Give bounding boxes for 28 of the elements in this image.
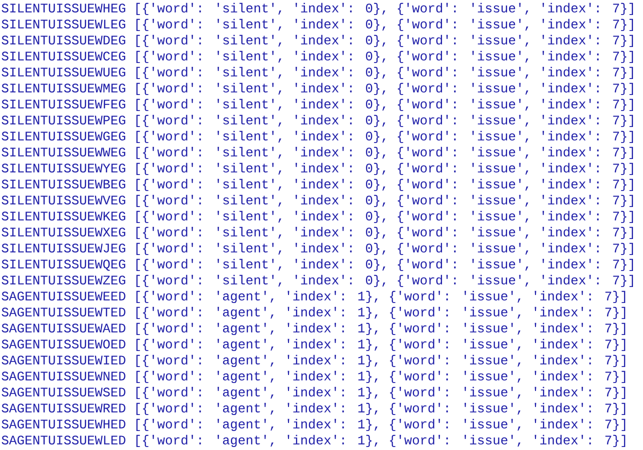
code-line: SILENTUISSUEWLEG [{'word': 'silent', 'index': 0}, {'word': 'issue', 'index': 7}] xyxy=(2,18,633,32)
code-line: SAGENTUISSUEWOED [{'word': 'agent', 'index': 1}, {'word': 'issue', 'index': 7}] xyxy=(2,338,626,352)
code-line: SILENTUISSUEWHEG [{'word': 'silent', 'index': 0}, {'word': 'issue', 'index': 7}] xyxy=(2,2,633,16)
code-line: SILENTUISSUEWDEG [{'word': 'silent', 'index': 0}, {'word': 'issue', 'index': 7}] xyxy=(2,34,633,48)
code-line: SAGENTUISSUEWHED [{'word': 'agent', 'index': 1}, {'word': 'issue', 'index': 7}] xyxy=(2,418,626,432)
code-line: SAGENTUISSUEWAED [{'word': 'agent', 'index': 1}, {'word': 'issue', 'index': 7}] xyxy=(2,322,626,336)
code-line: SILENTUISSUEWMEG [{'word': 'silent', 'index': 0}, {'word': 'issue', 'index': 7}] xyxy=(2,82,633,96)
code-line: SILENTUISSUEWPEG [{'word': 'silent', 'index': 0}, {'word': 'issue', 'index': 7}] xyxy=(2,114,633,128)
code-line: SILENTUISSUEWGEG [{'word': 'silent', 'index': 0}, {'word': 'issue', 'index': 7}] xyxy=(2,130,633,144)
code-line: SAGENTUISSUEWNED [{'word': 'agent', 'index': 1}, {'word': 'issue', 'index': 7}] xyxy=(2,370,626,384)
code-line: SILENTUISSUEWWEG [{'word': 'silent', 'index': 0}, {'word': 'issue', 'index': 7}] xyxy=(2,146,633,160)
code-line: SAGENTUISSUEWIED [{'word': 'agent', 'index': 1}, {'word': 'issue', 'index': 7}] xyxy=(2,354,626,368)
code-line: SILENTUISSUEWXEG [{'word': 'silent', 'index': 0}, {'word': 'issue', 'index': 7}] xyxy=(2,226,633,240)
code-line: SILENTUISSUEWZEG [{'word': 'silent', 'index': 0}, {'word': 'issue', 'index': 7}] xyxy=(2,274,633,288)
code-line: SAGENTUISSUEWTED [{'word': 'agent', 'index': 1}, {'word': 'issue', 'index': 7}] xyxy=(2,306,626,320)
code-line: SAGENTUISSUEWLED [{'word': 'agent', 'index': 1}, {'word': 'issue', 'index': 7}] xyxy=(2,434,626,448)
code-line: SILENTUISSUEWBEG [{'word': 'silent', 'index': 0}, {'word': 'issue', 'index': 7}] xyxy=(2,178,633,192)
code-line: SILENTUISSUEWYEG [{'word': 'silent', 'index': 0}, {'word': 'issue', 'index': 7}] xyxy=(2,162,633,176)
code-line: SILENTUISSUEWQEG [{'word': 'silent', 'index': 0}, {'word': 'issue', 'index': 7}] xyxy=(2,258,633,272)
code-line: SILENTUISSUEWKEG [{'word': 'silent', 'index': 0}, {'word': 'issue', 'index': 7}] xyxy=(2,210,633,224)
code-line: SAGENTUISSUEWSED [{'word': 'agent', 'index': 1}, {'word': 'issue', 'index': 7}] xyxy=(2,386,626,400)
code-line: SAGENTUISSUEWEED [{'word': 'agent', 'index': 1}, {'word': 'issue', 'index': 7}] xyxy=(2,290,626,304)
code-line: SILENTUISSUEWJEG [{'word': 'silent', 'index': 0}, {'word': 'issue', 'index': 7}] xyxy=(2,242,633,256)
code-line: SAGENTUISSUEWRED [{'word': 'agent', 'index': 1}, {'word': 'issue', 'index': 7}] xyxy=(2,402,626,416)
code-line: SILENTUISSUEWUEG [{'word': 'silent', 'index': 0}, {'word': 'issue', 'index': 7}] xyxy=(2,66,633,80)
code-line: SILENTUISSUEWCEG [{'word': 'silent', 'index': 0}, {'word': 'issue', 'index': 7}] xyxy=(2,50,633,64)
code-line: SILENTUISSUEWFEG [{'word': 'silent', 'index': 0}, {'word': 'issue', 'index': 7}] xyxy=(2,98,633,112)
code-line: SILENTUISSUEWVEG [{'word': 'silent', 'index': 0}, {'word': 'issue', 'index': 7}] xyxy=(2,194,633,208)
